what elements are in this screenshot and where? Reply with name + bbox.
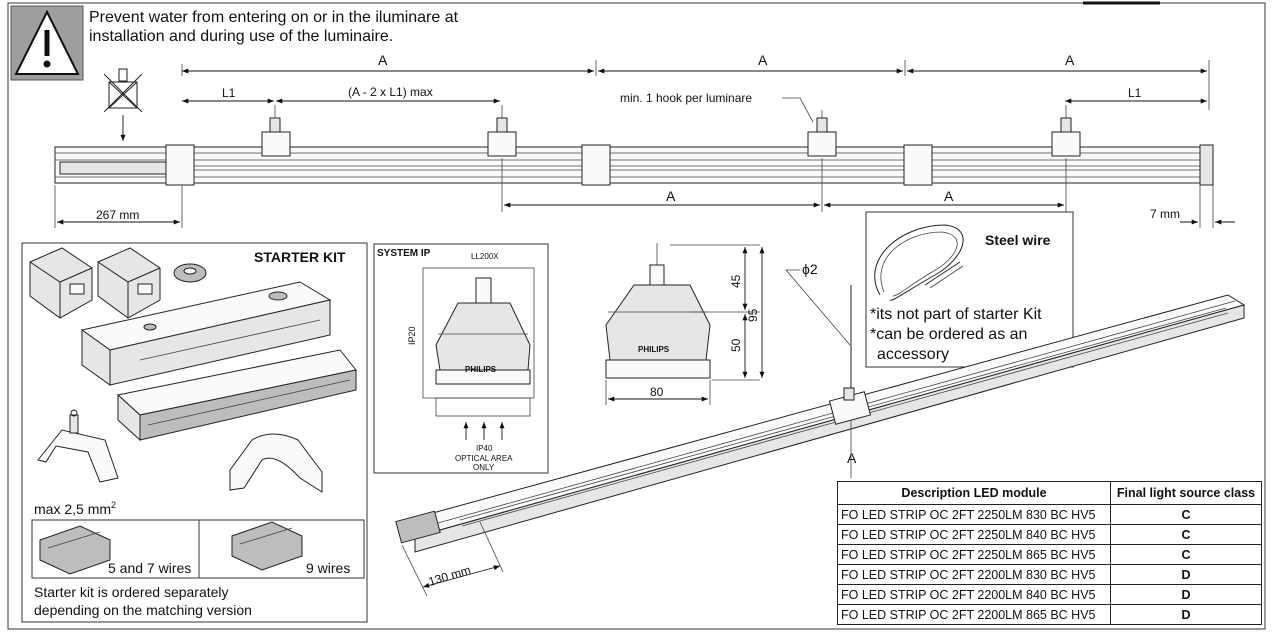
table-header-class: Final light source class bbox=[1110, 481, 1262, 505]
table-cell-class: C bbox=[1110, 544, 1262, 565]
table-row: FO LED STRIP OC 2FT 2200LM 830 BC HV5 D bbox=[837, 564, 1262, 585]
table-cell-description: FO LED STRIP OC 2FT 2250LM 865 BC HV5 bbox=[837, 544, 1111, 565]
table-cell-description: FO LED STRIP OC 2FT 2200LM 865 BC HV5 bbox=[837, 604, 1111, 625]
mounting-rail-icon bbox=[80, 281, 332, 386]
dim-l1-right: L1 bbox=[1128, 86, 1142, 100]
wire-connector-9-icon bbox=[231, 521, 303, 571]
ip-brand: PHILIPS bbox=[465, 365, 497, 374]
dim-267: 267 mm bbox=[96, 208, 139, 222]
table-cell-class: C bbox=[1110, 524, 1262, 545]
light-strip-icon bbox=[116, 349, 357, 442]
table-row: FO LED STRIP OC 2FT 2200LM 865 BC HV5 D bbox=[837, 604, 1262, 625]
optical-area-line2: ONLY bbox=[473, 463, 495, 472]
starter-kit-note-line1: Starter kit is ordered separately bbox=[34, 584, 229, 600]
warning-text-line2: installation and during use of the lumin… bbox=[89, 28, 393, 45]
wire-connector-5-7-icon bbox=[39, 525, 111, 575]
table-cell-description: FO LED STRIP OC 2FT 2250LM 830 BC HV5 bbox=[837, 504, 1111, 525]
dim-a-minus: (A - 2 x L1) max bbox=[348, 85, 433, 99]
luminaire-profile-icon bbox=[605, 243, 711, 379]
steel-wire-note3: accessory bbox=[877, 346, 949, 363]
dim-95: 95 bbox=[746, 308, 760, 322]
dim-45: 45 bbox=[729, 274, 743, 288]
suspension-clip-icon bbox=[37, 409, 119, 483]
dim-130: 130 mm bbox=[427, 563, 473, 589]
table-cell-class: D bbox=[1110, 604, 1262, 625]
steel-wire-note1: *its not part of starter Kit bbox=[870, 306, 1042, 323]
dim-a-1: A bbox=[378, 52, 388, 68]
table-cell-class: D bbox=[1110, 564, 1262, 585]
starter-kit-title: STARTER KIT bbox=[254, 249, 346, 265]
table-cell-description: FO LED STRIP OC 2FT 2200LM 840 BC HV5 bbox=[837, 584, 1111, 605]
wires-9-label: 9 wires bbox=[306, 560, 350, 576]
wires-5-7-label: 5 and 7 wires bbox=[108, 560, 191, 576]
luminaire-side-view bbox=[54, 105, 1214, 186]
dim-l1-left: L1 bbox=[222, 86, 236, 100]
dim-a-5: A bbox=[944, 188, 954, 204]
table-header-description: Description LED module bbox=[837, 481, 1111, 505]
table-row: FO LED STRIP OC 2FT 2250LM 840 BC HV5 C bbox=[837, 524, 1262, 545]
warning-triangle-icon bbox=[10, 5, 84, 81]
table-cell-class: D bbox=[1110, 584, 1262, 605]
ip20-label: IP20 bbox=[407, 326, 417, 345]
table-row: FO LED STRIP OC 2FT 2250LM 830 BC HV5 C bbox=[837, 504, 1262, 525]
table-cell-class: C bbox=[1110, 504, 1262, 525]
connector-block-icon bbox=[97, 247, 161, 319]
dim-a-6: A bbox=[847, 450, 857, 466]
no-water-icon bbox=[103, 68, 143, 113]
max-wire-label: max 2,5 mm2 bbox=[34, 500, 116, 517]
led-module-table: Description LED module Final light sourc… bbox=[837, 481, 1262, 625]
ip-housing-icon bbox=[435, 277, 531, 385]
steel-wire-title: Steel wire bbox=[985, 232, 1051, 248]
steel-wire-coil-icon bbox=[874, 224, 964, 301]
connector-block-icon bbox=[29, 247, 93, 319]
grommet-icon bbox=[173, 263, 207, 283]
starter-kit-box bbox=[21, 242, 368, 623]
starter-kit-note-line2: depending on the matching version bbox=[34, 602, 252, 618]
ip40-label: IP40 bbox=[476, 444, 493, 453]
page-frame bbox=[7, 2, 1266, 630]
end-cap-icon bbox=[229, 433, 323, 493]
table-cell-description: FO LED STRIP OC 2FT 2200LM 830 BC HV5 bbox=[837, 564, 1111, 585]
wire-options-box bbox=[31, 519, 365, 579]
profile-brand: PHILIPS bbox=[638, 345, 670, 354]
dim-a-3: A bbox=[1065, 52, 1075, 68]
dim-50: 50 bbox=[729, 338, 743, 352]
table-header-row: Description LED module Final light sourc… bbox=[837, 481, 1262, 505]
steel-wire-note2: *can be ordered as an bbox=[870, 326, 1027, 343]
optical-area-line1: OPTICAL AREA bbox=[455, 454, 513, 463]
table-row: FO LED STRIP OC 2FT 2250LM 865 BC HV5 C bbox=[837, 544, 1262, 565]
hook-note: min. 1 hook per luminare bbox=[620, 91, 752, 105]
dim-a-2: A bbox=[758, 52, 768, 68]
luminaire-perspective-view bbox=[395, 294, 1246, 553]
system-ip-title: SYSTEM IP bbox=[377, 248, 431, 259]
system-ip-box bbox=[373, 243, 549, 474]
dim-a-4: A bbox=[666, 188, 676, 204]
dim-phi2: ϕ2 bbox=[802, 261, 818, 277]
table-row: FO LED STRIP OC 2FT 2200LM 840 BC HV5 D bbox=[837, 584, 1262, 605]
table-cell-description: FO LED STRIP OC 2FT 2250LM 840 BC HV5 bbox=[837, 524, 1111, 545]
dim-7: 7 mm bbox=[1150, 207, 1180, 221]
dim-80: 80 bbox=[650, 385, 664, 399]
system-ip-model: LL200X bbox=[471, 252, 499, 261]
warning-text-line1: Prevent water from entering on or in the… bbox=[89, 9, 459, 26]
